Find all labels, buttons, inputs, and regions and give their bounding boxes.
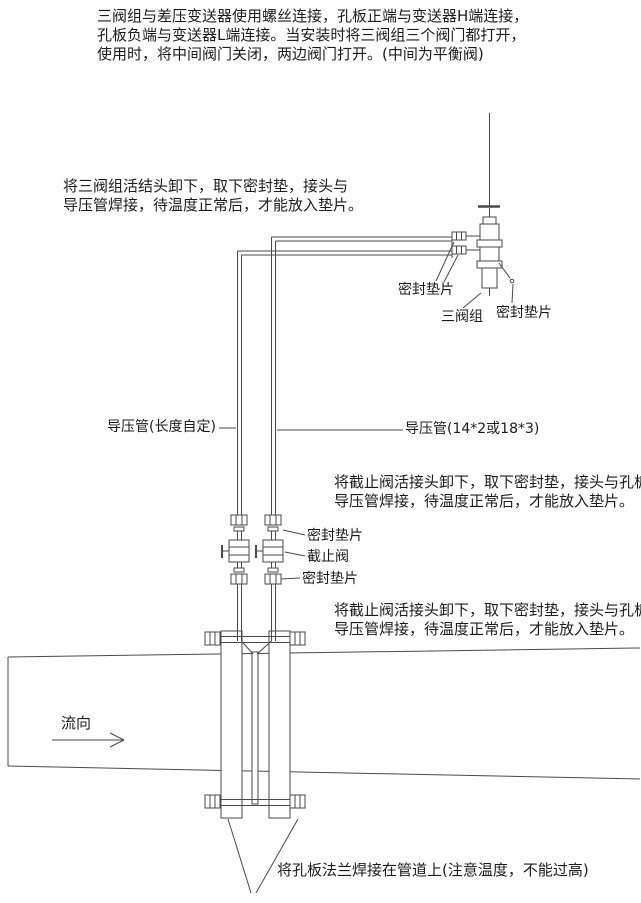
label-impulse-pipe-right: 导压管(14*2或18*3) <box>405 421 540 437</box>
valve-note-lower-line-2: 导压管焊接，待温度正常后，才能放入垫片。 <box>334 620 635 638</box>
label-gasket-transmitter-right: 密封垫片 <box>496 305 552 321</box>
label-gasket-valve-upper: 密封垫片 <box>307 528 363 544</box>
transmitter-manifold <box>451 205 515 296</box>
valve-note-lower-line-1: 将截止阀活接头卸下，取下密封垫，接头与孔板 <box>334 601 641 619</box>
flow-arrow <box>52 732 125 748</box>
intro-line-1: 三阀组与差压变送器使用螺丝连接，孔板正端与变送器H端连接， <box>97 7 529 25</box>
label-three-valve-manifold: 三阀组 <box>441 309 483 325</box>
valve-note-upper-line-2: 导压管焊接，待温度正常后，才能放入垫片。 <box>334 492 635 510</box>
impulse-pipes <box>237 233 453 641</box>
label-gasket-valve-lower: 密封垫片 <box>302 571 358 587</box>
label-impulse-pipe-left: 导压管(长度自定) <box>107 419 216 435</box>
stop-valve-right <box>255 514 284 585</box>
label-flow-direction: 流向 <box>61 714 92 732</box>
weld-note: 将孔板法兰焊接在管道上(注意温度，不能过高) <box>277 861 589 879</box>
intro-line-3: 使用时，将中间阀门关闭，两边阀门打开。(中间为平衡阀) <box>97 45 484 63</box>
weld-callout-v <box>227 818 299 894</box>
main-pipe <box>7 647 641 780</box>
stop-valve-left <box>221 514 250 585</box>
orifice-flange-assembly <box>204 630 306 819</box>
label-stop-valve: 截止阀 <box>307 549 349 565</box>
intro-line-2: 孔板负端与变送器L端连接。当安装时将三阀组三个阀门都打开， <box>97 26 526 44</box>
label-gasket-transmitter-left: 密封垫片 <box>398 282 454 298</box>
valve-note-upper-line-1: 将截止阀活接头卸下，取下密封垫，接头与孔板 <box>334 473 641 491</box>
manifold-note-line-1: 将三阀组活结头卸下，取下密封垫，接头与 <box>63 177 349 195</box>
leader-lines <box>219 241 514 580</box>
manifold-note-line-2: 导压管焊接，待温度正常后，才能放入垫片。 <box>63 196 364 214</box>
